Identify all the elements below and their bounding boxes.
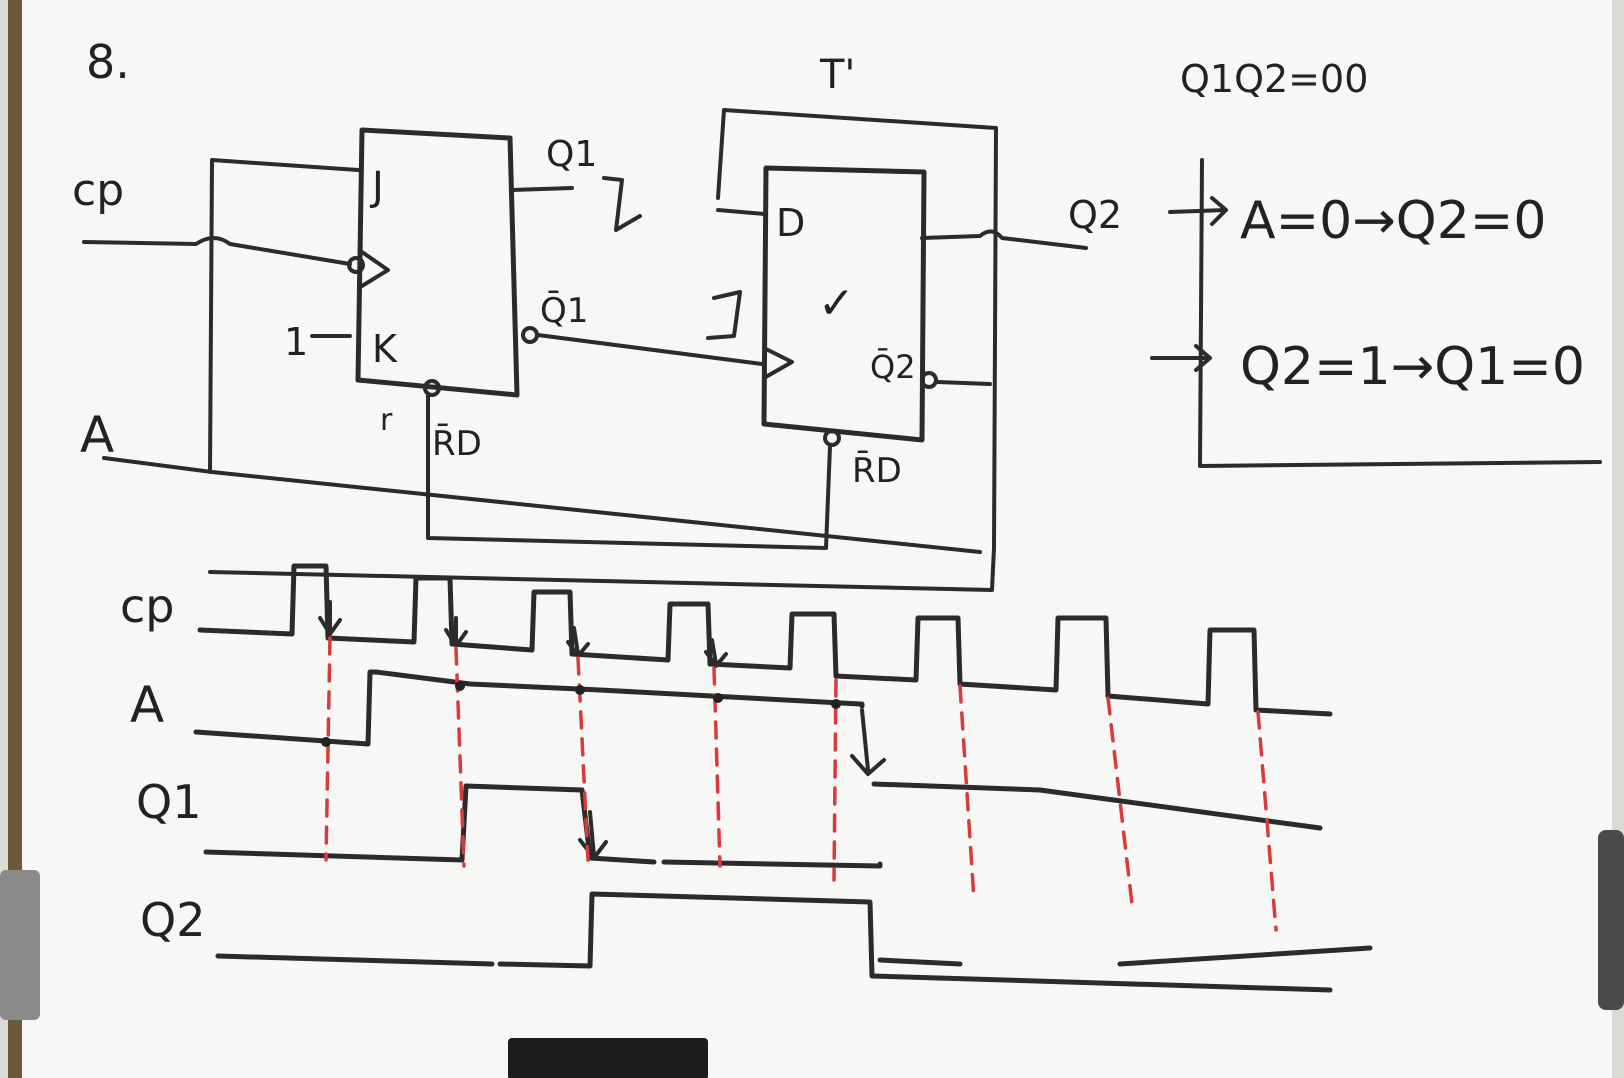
cp-edge-arrow-1 (318, 600, 342, 636)
timing-label-a: A (130, 676, 164, 734)
ff1-reset-label: R̄D (432, 423, 482, 464)
ff1-clock-triangle (360, 250, 390, 288)
ff1-q-label: Q1 (546, 134, 597, 175)
guide-line-5 (832, 678, 838, 882)
board-clip-right (1598, 830, 1624, 1010)
guide-line-1 (324, 636, 332, 862)
ff1-reset-bubble (423, 379, 441, 397)
cp-edge-arrow-2 (444, 616, 468, 648)
feedback-loop-wire (208, 108, 998, 592)
timing-label-cp: cp (120, 579, 175, 633)
ff1-k-tied-value: 1 (284, 320, 308, 364)
jk-flip-flop: J K 1 Q1 Q̄1 R̄D r (284, 127, 642, 464)
sample-dot-2 (455, 681, 465, 691)
ff1-body (355, 127, 520, 398)
ff2-reset-label: R̄D (852, 450, 902, 491)
notes-bracket (1198, 158, 1602, 468)
a-fall-arrow (850, 708, 886, 776)
timing-label-q2: Q2 (140, 893, 205, 947)
board-clip-left (0, 870, 40, 1020)
a-waveform (193, 669, 863, 747)
rule1-note: A=0→Q2=0 (1240, 191, 1546, 251)
q2-waveform (215, 891, 1373, 993)
a-to-j-wire (208, 158, 360, 474)
guide-line-8 (1256, 710, 1278, 932)
ff2-clock-edge-mark (706, 290, 742, 340)
q1-reset-arrow (578, 810, 608, 860)
q2-output-wire (920, 229, 1088, 250)
ff2-body (761, 165, 927, 443)
q1-waveform (203, 781, 1323, 869)
d-input-wire (716, 208, 766, 216)
sample-dot-4 (713, 693, 723, 703)
rule2-arrow (1150, 344, 1212, 372)
d-flip-flop: D T' ✓ Q2 Q̄2 R̄D (706, 52, 1122, 491)
ff2-q-label: Q2 (1068, 193, 1122, 237)
sample-dot-3 (575, 685, 585, 695)
a-input-label: A (80, 406, 114, 464)
reset-line-wire (426, 394, 832, 550)
sample-dot-1 (321, 737, 331, 747)
rule2-note: Q2=1→Q1=0 (1240, 337, 1585, 397)
initial-state-note: Q1Q2=00 (1180, 57, 1368, 101)
timing-diagram: cp A Q1 Q2 (120, 563, 1373, 993)
eraser (508, 1038, 708, 1078)
ff1-q-arrow (602, 176, 642, 232)
guide-line-6 (958, 684, 976, 902)
guide-line-7 (1106, 696, 1134, 906)
notes-panel: Q1Q2=00 A=0→Q2=0 Q2=1→Q1=0 (1150, 57, 1602, 468)
ff2-qbar-bubble (920, 371, 938, 389)
ff1-j-label: J (369, 164, 384, 210)
cp-edge-arrow-3 (566, 626, 590, 658)
ff2-check-mark: ✓ (818, 278, 855, 329)
sample-dot-5 (831, 699, 841, 709)
q1bar-to-clock-wire (536, 333, 764, 366)
ff1-qbar-label: Q̄1 (540, 290, 588, 331)
left-edge-strip (8, 0, 22, 1078)
ff2-qbar-label: Q̄2 (870, 347, 916, 386)
cp-edge-arrow-4 (704, 638, 728, 668)
circuit-wiring: cp A (72, 108, 1088, 592)
ff1-q-wire (510, 186, 574, 192)
timing-label-q1: Q1 (136, 775, 201, 829)
ff1-k-label: K (372, 327, 398, 371)
ff2-type-label: T' (819, 52, 855, 98)
rule1-arrow (1168, 196, 1228, 226)
ff2-d-label: D (776, 201, 805, 245)
cp-input-label: cp (72, 165, 124, 216)
question-number: 8. (86, 35, 130, 89)
q2bar-wire (936, 380, 992, 386)
cp-waveform (197, 563, 1333, 717)
ff2-reset-bubble (823, 429, 841, 447)
ff1-reset-mark: r (380, 403, 393, 438)
ff2-clock-triangle (762, 346, 794, 380)
